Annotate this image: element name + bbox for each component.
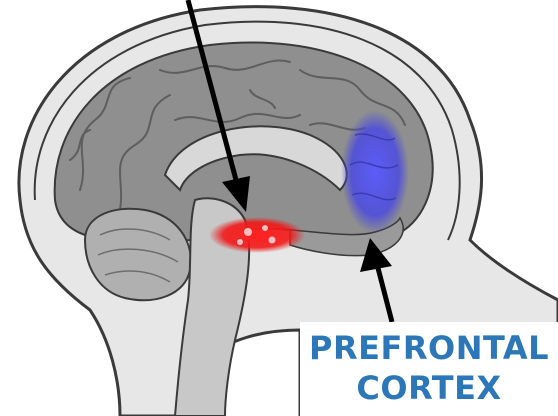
label-line-1: PREFRONTAL xyxy=(309,328,549,368)
red-highlight-region xyxy=(209,217,305,253)
prefrontal-cortex-label: PREFRONTAL CORTEX xyxy=(300,322,558,416)
prefrontal-cortex-highlight xyxy=(341,110,409,234)
label-line-2: CORTEX xyxy=(356,368,501,408)
